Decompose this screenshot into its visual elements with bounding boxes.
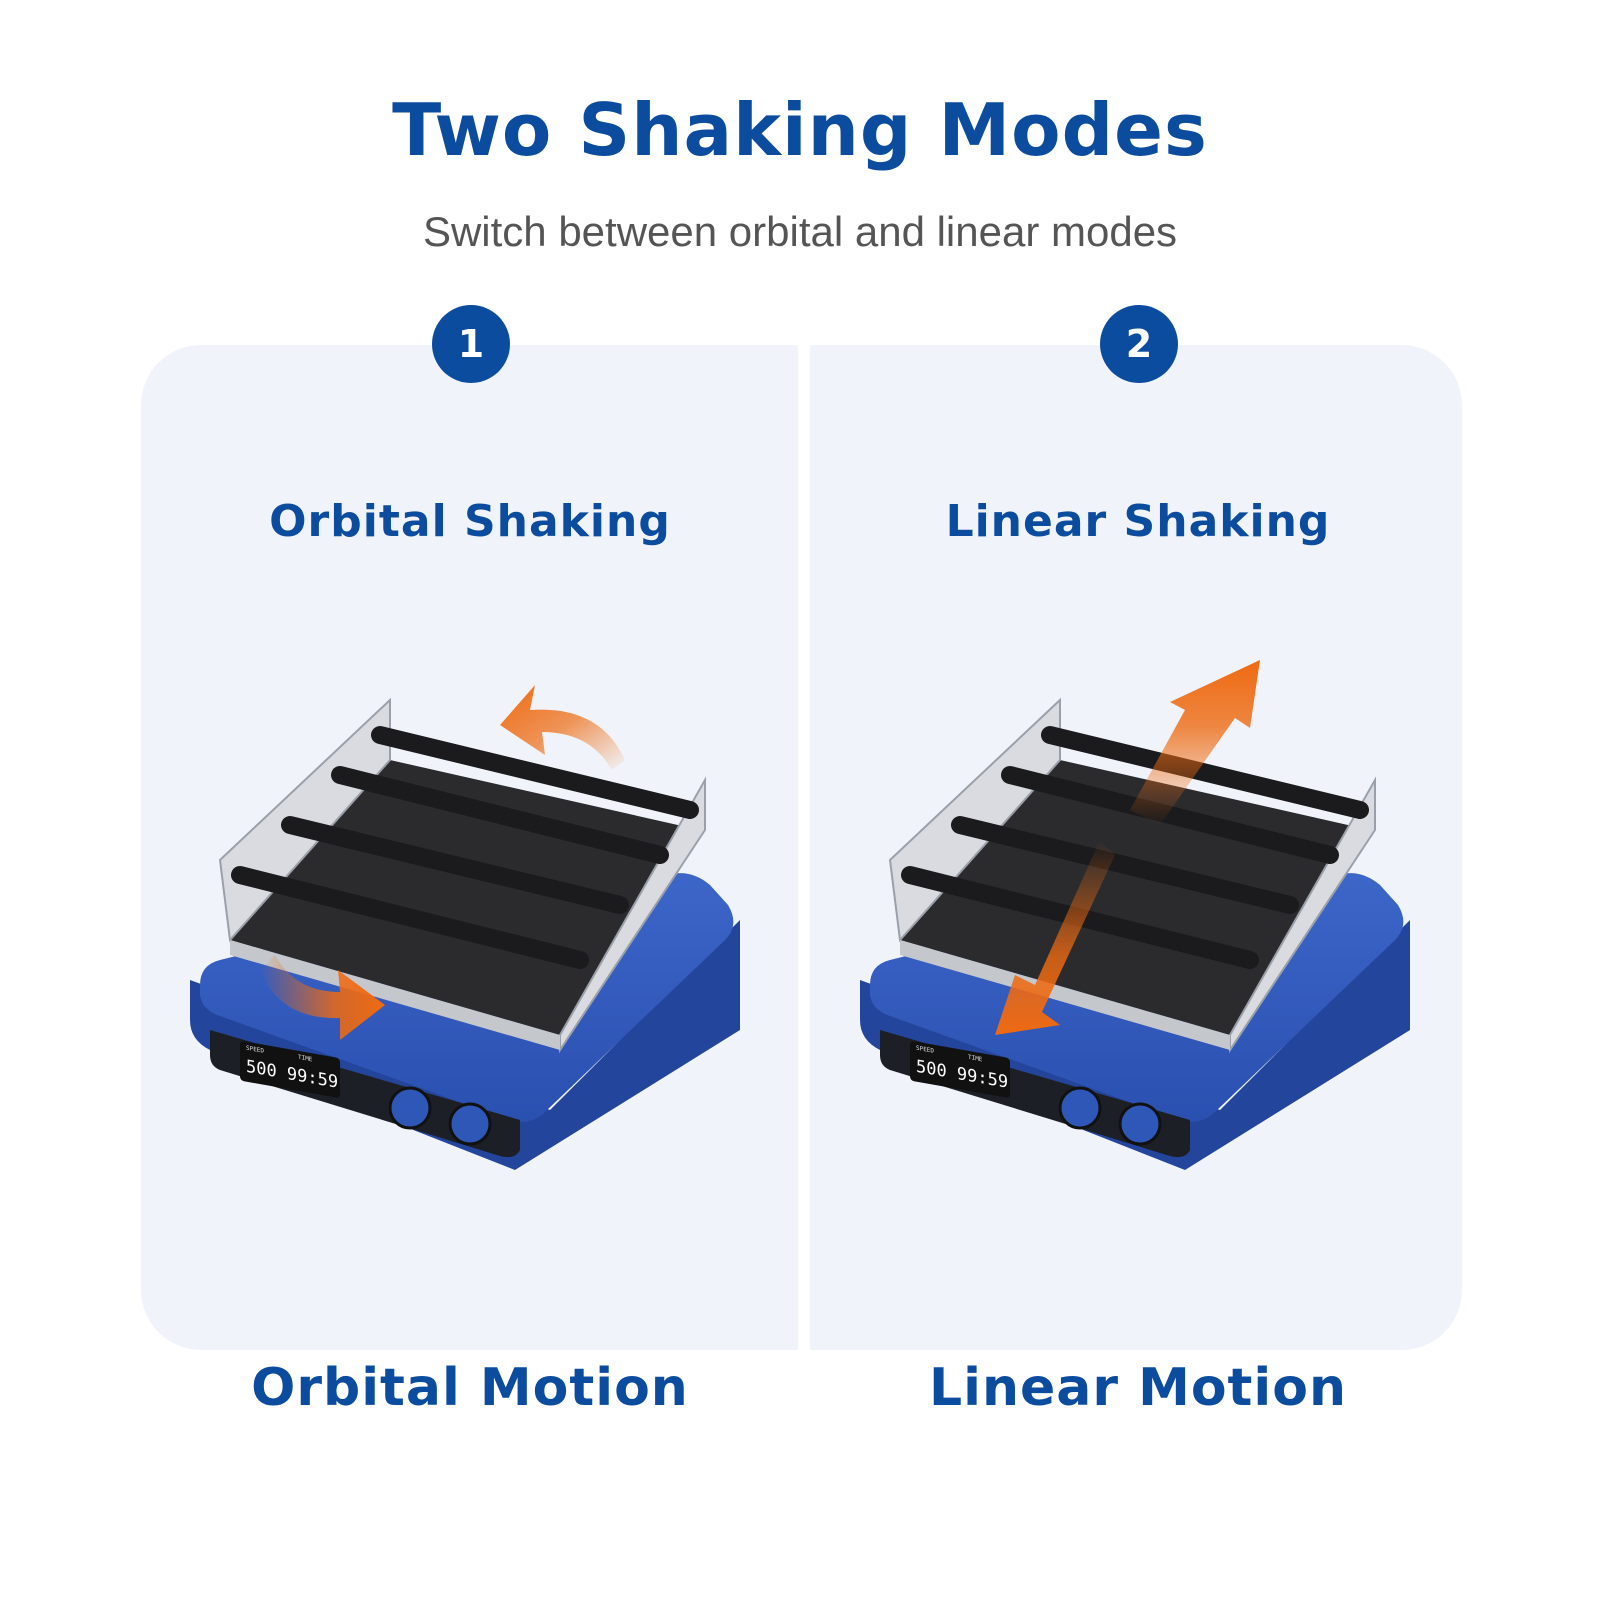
control-panel: SPEED TIME 500 99:59: [880, 1030, 1190, 1158]
orbital-arrow-top: [500, 685, 625, 770]
panel-divider: [798, 345, 810, 1350]
control-panel: SPEED TIME 500 99:59: [210, 1030, 520, 1158]
time-knob[interactable]: [1118, 1102, 1162, 1146]
linear-shaker-illustration: SPEED TIME 500 99:59: [850, 650, 1450, 1210]
time-label: TIME: [298, 1054, 313, 1064]
speed-label: SPEED: [916, 1045, 934, 1055]
mode-1-title: Orbital Shaking: [269, 496, 671, 547]
linear-arrow-up: [1130, 660, 1260, 825]
speed-knob[interactable]: [1058, 1086, 1102, 1130]
mode-1-motion-label: Orbital Motion: [251, 1358, 689, 1418]
rack: [218, 697, 706, 1054]
time-knob[interactable]: [448, 1102, 492, 1146]
speed-knob[interactable]: [388, 1086, 432, 1130]
time-label: TIME: [968, 1054, 983, 1064]
linear-arrows: [995, 660, 1260, 1035]
page-subtitle: Switch between orbital and linear modes: [422, 208, 1178, 255]
orbital-arrow-bottom: [260, 955, 385, 1040]
page-title: Two Shaking Modes: [392, 88, 1208, 172]
orbital-shaker-illustration: SPEED TIME 500 99:59: [180, 650, 780, 1210]
linear-arrow-down: [995, 840, 1115, 1035]
mode-2-number-badge: 2: [1100, 305, 1178, 383]
speed-label: SPEED: [246, 1045, 264, 1055]
mode-1-number-badge: 1: [432, 305, 510, 383]
orbital-arrows: [260, 685, 625, 1040]
rack: [888, 697, 1376, 1054]
mode-2-title: Linear Shaking: [945, 496, 1331, 547]
mode-2-motion-label: Linear Motion: [929, 1358, 1347, 1418]
